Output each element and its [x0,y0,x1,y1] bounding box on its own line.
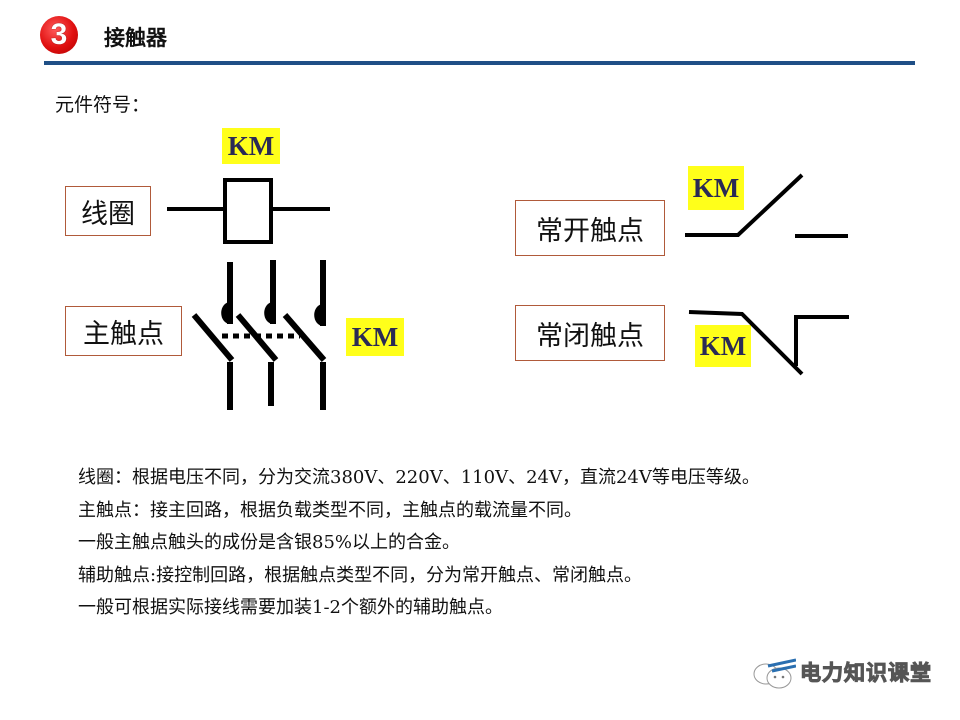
nc-contact-symbol-icon [688,310,849,376]
watermark-text: 电力知识课堂 [800,661,932,686]
description-line: 线圈：根据电压不同，分为交流380V、220V、110V、24V，直流24V等电… [78,467,760,488]
no-contact-symbol-icon [685,173,848,238]
nc-contact-label-box: 常闭触点 [515,305,665,361]
section-number-badge: 3 [40,16,78,54]
watermark: 电力知识课堂 [752,654,932,690]
no-contact-label: 常开触点 [536,215,644,247]
nc-contact-km-tag: KM [695,325,751,367]
nc-contact-label: 常闭触点 [536,320,644,352]
main-contact-symbol-icon [191,260,327,410]
main-contact-km-tag: KM [346,318,404,356]
description-line: 一般主触点触头的成份是含银85%以上的合金。 [78,532,461,553]
main-contact-label-box: 主触点 [65,306,182,356]
wechat-chat-icon [753,658,796,689]
description-line: 辅助触点:接控制回路，根据触点类型不同，分为常开触点、常闭触点。 [78,564,643,586]
page-title: 接触器 [104,25,167,50]
coil-symbol-icon [167,178,330,244]
header-divider [44,61,915,65]
description-line: 主触点：接主回路，根据负载类型不同，主触点的载流量不同。 [78,499,582,521]
no-contact-label-box: 常开触点 [515,200,665,256]
no-contact-km-tag: KM [688,166,744,210]
section-subtitle: 元件符号： [55,94,151,116]
description-line: 一般可根据实际接线需要加装1-2个额外的辅助触点。 [78,597,503,618]
description-block: 线圈：根据电压不同，分为交流380V、220V、110V、24V，直流24V等电… [78,462,760,625]
main-contact-label: 主触点 [83,318,164,350]
coil-label-box: 线圈 [65,186,151,236]
coil-label: 线圈 [81,198,135,230]
coil-km-tag: KM [222,128,280,164]
